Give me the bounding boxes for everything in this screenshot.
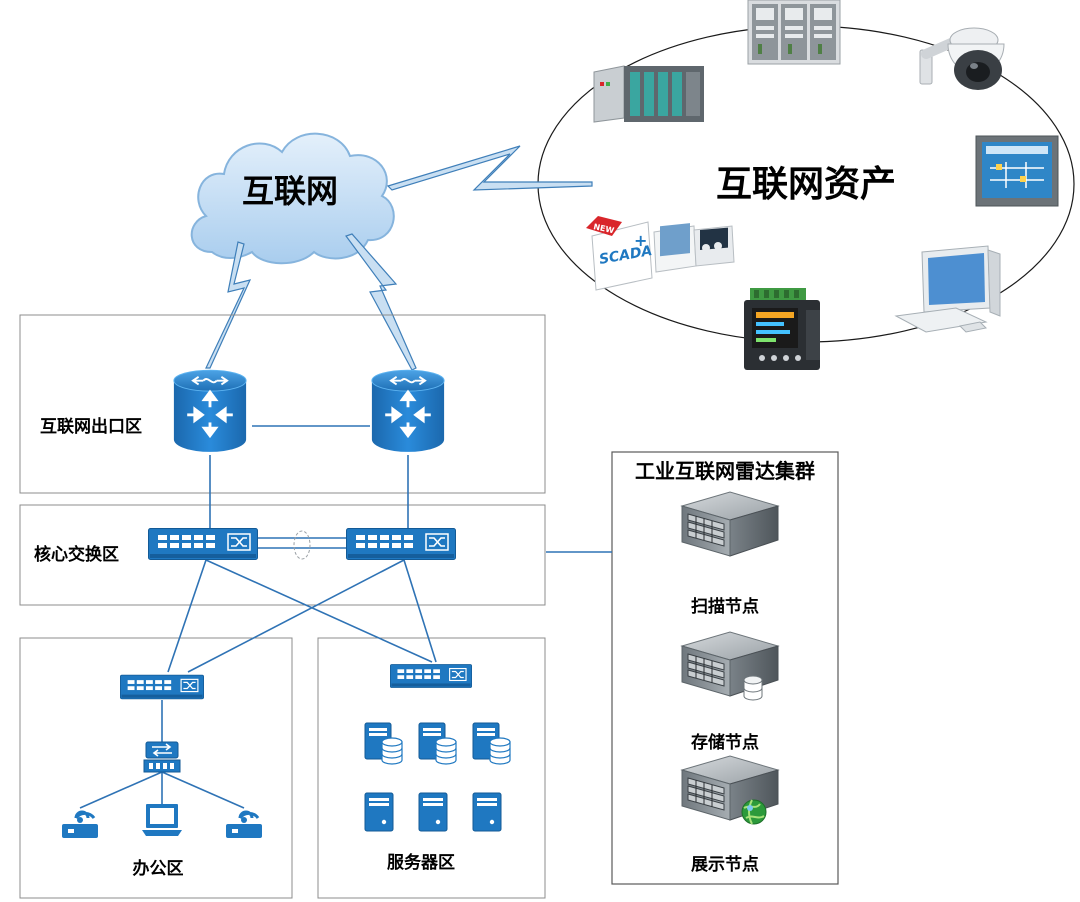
new-badge: NEW [586,216,622,236]
app-server-2-icon [418,792,448,832]
wan-link-to-assets [386,145,593,191]
desktop-computer-icon [894,245,1001,333]
plc-icon [593,65,704,123]
db-server-1-icon [364,722,403,765]
wan-link-left [205,241,252,369]
display-node-label: 展示节点 [691,854,759,875]
zone-office-label: 办公区 [133,858,184,879]
laptop-icon [142,804,182,836]
router-left-icon [172,368,248,454]
app-server-3-icon [472,792,502,832]
cabinet-icon [747,0,841,65]
scan-node-label: 扫描节点 [691,596,759,617]
cloud-label: 互联网 [242,172,338,210]
storage-node-label: 存储节点 [691,732,759,753]
core-switch-right-icon [346,528,456,560]
zone-servers [317,637,546,899]
office-switch-icon [120,674,204,700]
wan-link-right [345,233,417,371]
router-right-icon [370,368,446,454]
asset-ring-title: 互联网资产 [716,164,896,205]
storage-server-icon [681,631,779,697]
office-gateway-icon [143,741,181,773]
zone-core [19,504,546,606]
touch-panel-icon [975,135,1059,207]
app-server-1-icon [364,792,394,832]
db-server-3-icon [472,722,511,765]
storage-db-icon [743,675,763,701]
db-server-2-icon [418,722,457,765]
globe-icon [741,799,767,825]
scan-server-icon [681,491,779,557]
zone-office [19,637,293,899]
power-meter-icon [744,288,820,370]
wifi-ap-left-icon [62,810,98,838]
svg-text:NEW: NEW [593,222,616,235]
network-links [79,425,612,809]
wifi-ap-right-icon [226,810,262,838]
svg-text:+: + [634,231,647,250]
cloud-icon [190,132,395,265]
zone-exit-label: 互联网出口区 [40,416,142,437]
radar-cluster-box [611,451,839,885]
radar-cluster-title: 工业互联网雷达集群 [635,459,815,483]
zone-core-label: 核心交换区 [34,544,119,565]
core-switch-left-icon [148,528,258,560]
server-zone-switch-icon [390,664,472,688]
link-aggregation-mark [293,530,311,560]
zone-servers-label: 服务器区 [387,852,455,873]
zone-exit [19,314,546,494]
dome-camera-icon [919,27,1005,90]
scada-icon: SCADA + NEW [586,216,735,291]
